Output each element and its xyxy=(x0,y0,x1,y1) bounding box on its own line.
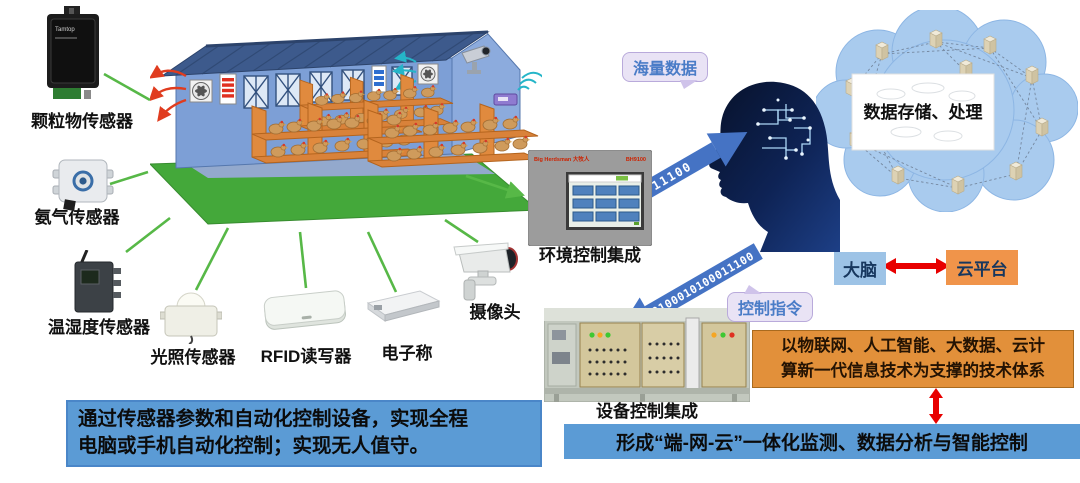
rfid-reader-icon xyxy=(262,288,350,334)
env-controller: Big Herdsman 大牧人 BH9100 xyxy=(528,150,652,246)
svg-text:Tamtop: Tamtop xyxy=(55,27,75,33)
tech-system-line2: 算新一代信息技术为支撑的技术体系 xyxy=(781,361,1045,380)
house-camera-icon xyxy=(461,45,491,74)
circuit-nodes xyxy=(756,98,812,160)
equipment-control-image xyxy=(544,308,750,402)
airflow-arrows-icon xyxy=(150,64,187,122)
brain-circuit xyxy=(758,104,811,158)
cloud-platform-node: 云平台 xyxy=(946,250,1018,285)
brain-node: 大脑 xyxy=(834,252,886,285)
env-controller-label: 环境控制集成 xyxy=(539,246,641,265)
sensor-label-light: 光照传感器 xyxy=(150,348,236,367)
automation-summary-box: 通过传感器参数和自动化控制设备，实现全程 电脑或手机自动化控制；实现无人值守。 xyxy=(66,400,542,467)
sensor-label-rfid: RFID读写器 xyxy=(260,347,352,366)
tech-system-box: 以物联网、人工智能、大数据、云计 算新一代信息技术为支撑的技术体系 xyxy=(752,330,1074,388)
tech-system-line1: 以物联网、人工智能、大数据、云计 xyxy=(781,337,1045,355)
sensor-label-camera: 摄像头 xyxy=(469,303,521,322)
light-sensor-icon xyxy=(160,290,222,344)
digital-brain-head xyxy=(698,80,840,252)
wifi-node-icon xyxy=(493,71,542,106)
tech-box-arrow xyxy=(929,388,943,424)
control-cmd-callout: 控制指令 xyxy=(727,292,814,322)
particle-sensor-icon: Tamtop xyxy=(44,6,102,106)
ammonia-sensor-icon xyxy=(52,158,114,212)
heater-panel-icon xyxy=(219,73,237,105)
controller-buttons xyxy=(572,185,640,222)
chicken-house-illustration xyxy=(150,12,542,227)
sensor-label-temp-humidity: 温湿度传感器 xyxy=(48,318,150,337)
electronic-scale-icon xyxy=(362,288,442,328)
cloud-label-box xyxy=(851,73,995,151)
cloud-computing-illustration: 数据存储、处理 xyxy=(816,10,1078,212)
sensor-label-particle: 颗粒物传感器 xyxy=(31,112,133,131)
sensor-label-ammonia: 氨气传感器 xyxy=(34,208,120,227)
automation-line2: 电脑或手机自动化控制；实现无人值守。 xyxy=(78,435,430,458)
cloud-label: 数据存储、处理 xyxy=(864,102,983,122)
exhaust-fan-icon xyxy=(189,79,213,103)
device-control-label: 设备控制集成 xyxy=(596,402,698,421)
cooling-pad-icon xyxy=(371,65,387,93)
integration-summary-box: 形成“端-网-云”一体化监测、数据分析与智能控制 xyxy=(564,424,1080,459)
controller-brand: Big Herdsman 大牧人 xyxy=(534,155,590,163)
temp-humidity-sensor-icon xyxy=(70,250,124,316)
brain-cloud-arrow xyxy=(882,258,950,274)
sensor-label-scale: 电子称 xyxy=(381,344,433,363)
automation-line1: 通过传感器参数和自动化控制设备，实现全程 xyxy=(78,408,469,430)
inlet-fan-icon xyxy=(392,50,439,91)
cctv-camera-icon xyxy=(450,238,524,302)
mass-data-callout: 海量数据 xyxy=(622,52,709,82)
controller-model: BH9100 xyxy=(626,157,646,163)
